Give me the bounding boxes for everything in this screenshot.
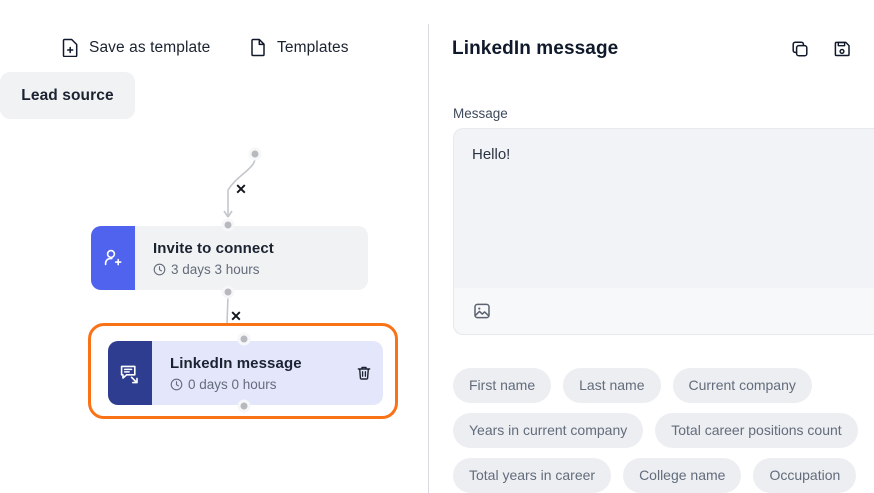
variable-chip-college-name[interactable]: College name [623, 458, 742, 493]
variable-chip-last-name[interactable]: Last name [563, 368, 661, 403]
variable-chip-years-in-current-company[interactable]: Years in current company [453, 413, 644, 448]
panel-divider [428, 24, 429, 493]
node-subtitle: 3 days 3 hours [153, 261, 368, 278]
variable-chip-first-name[interactable]: First name [453, 368, 552, 403]
node-body: LinkedIn message 0 days 0 hours [152, 341, 383, 405]
node-handle-invite-top[interactable] [221, 218, 235, 232]
workflow-node-linkedin-message[interactable]: LinkedIn message 0 days 0 hours [108, 341, 383, 405]
duplicate-icon[interactable] [790, 39, 810, 59]
message-send-icon [108, 341, 152, 405]
message-input[interactable]: Hello! [472, 146, 511, 163]
message-field-label: Message [453, 106, 508, 121]
variable-chip-occupation[interactable]: Occupation [753, 458, 857, 493]
node-title: Lead source [21, 86, 114, 104]
node-handle-invite-bottom[interactable] [221, 285, 235, 299]
clock-icon [170, 378, 183, 391]
node-subtitle-text: 3 days 3 hours [171, 261, 260, 277]
connector-delete-2[interactable]: ✕ [230, 308, 242, 324]
node-subtitle: 0 days 0 hours [170, 376, 383, 393]
message-input-container[interactable]: Hello! [453, 128, 874, 335]
workflow-canvas[interactable]: Lead source ✕ Invite to connect [0, 72, 428, 493]
node-handle-lead-source-bottom[interactable] [248, 147, 262, 161]
workflow-node-invite-to-connect[interactable]: Invite to connect 3 days 3 hours [91, 226, 368, 290]
node-body: Invite to connect 3 days 3 hours [135, 226, 368, 290]
clock-icon [153, 263, 166, 276]
node-handle-linkedin-top[interactable] [237, 332, 251, 346]
save-as-template-button[interactable]: Save as template [62, 38, 211, 58]
user-plus-icon [91, 226, 135, 290]
variable-chip-total-years-in-career[interactable]: Total years in career [453, 458, 612, 493]
message-attachment-bar [454, 288, 874, 334]
variable-chip-current-company[interactable]: Current company [672, 368, 812, 403]
variable-chip-list: First name Last name Current company Yea… [453, 368, 874, 493]
node-handle-linkedin-bottom[interactable] [237, 399, 251, 413]
image-icon[interactable] [472, 301, 492, 321]
node-subtitle-text: 0 days 0 hours [188, 376, 277, 392]
workflow-node-lead-source[interactable]: Lead source [0, 72, 135, 119]
templates-label: Templates [277, 38, 349, 56]
templates-button[interactable]: Templates [250, 38, 349, 57]
details-panel: LinkedIn message Message [429, 0, 874, 493]
panel-actions [790, 39, 862, 59]
trash-icon[interactable] [355, 364, 373, 382]
connector-delete-1[interactable]: ✕ [235, 181, 247, 197]
file-plus-icon [62, 38, 79, 58]
node-title: LinkedIn message [170, 354, 302, 372]
panel-header: LinkedIn message [452, 34, 862, 64]
node-title: Invite to connect [153, 239, 274, 257]
canvas-toolbar: Save as template Templates [0, 28, 428, 72]
save-icon[interactable] [832, 39, 852, 59]
variable-chip-total-career-positions-count[interactable]: Total career positions count [655, 413, 858, 448]
file-icon [250, 38, 267, 57]
panel-title: LinkedIn message [452, 38, 619, 59]
save-as-template-label: Save as template [89, 38, 211, 56]
